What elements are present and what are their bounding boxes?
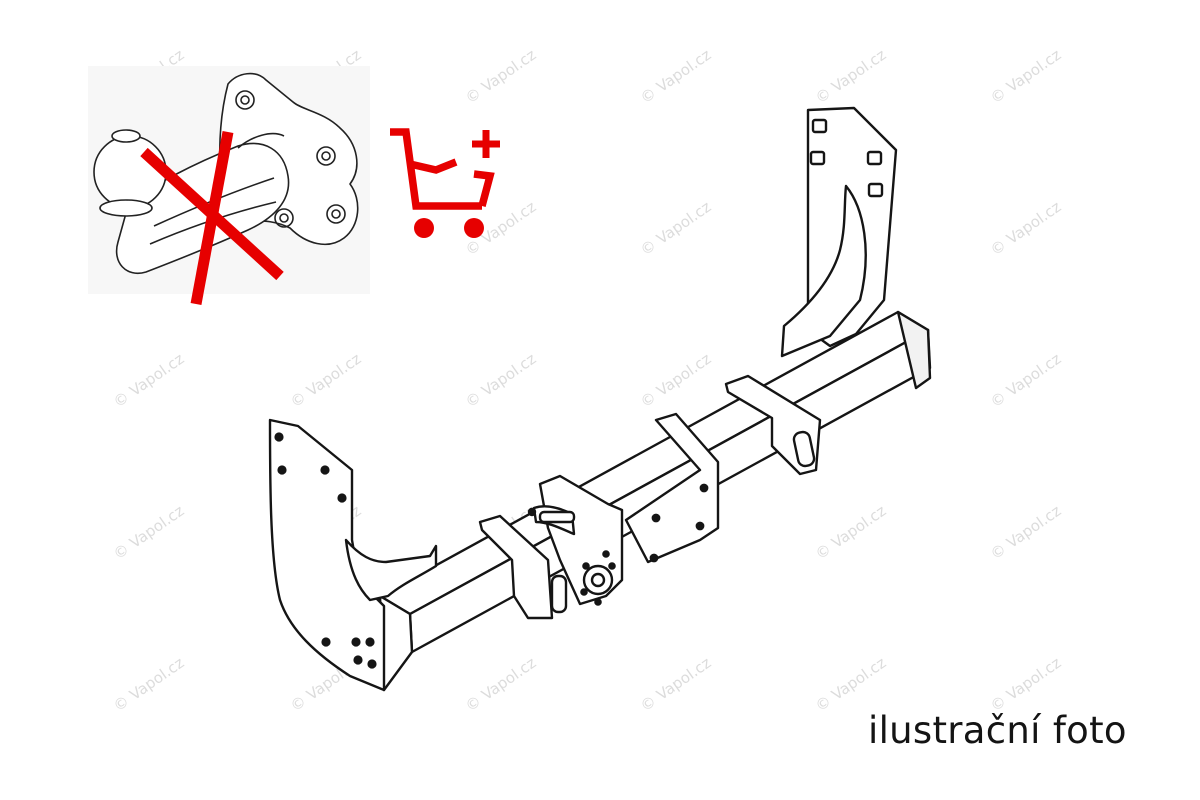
tow-ball-crossed-icon — [88, 66, 370, 306]
illustration-caption: ilustrační foto — [868, 709, 1127, 752]
add-to-cart-icon[interactable] — [386, 124, 506, 244]
